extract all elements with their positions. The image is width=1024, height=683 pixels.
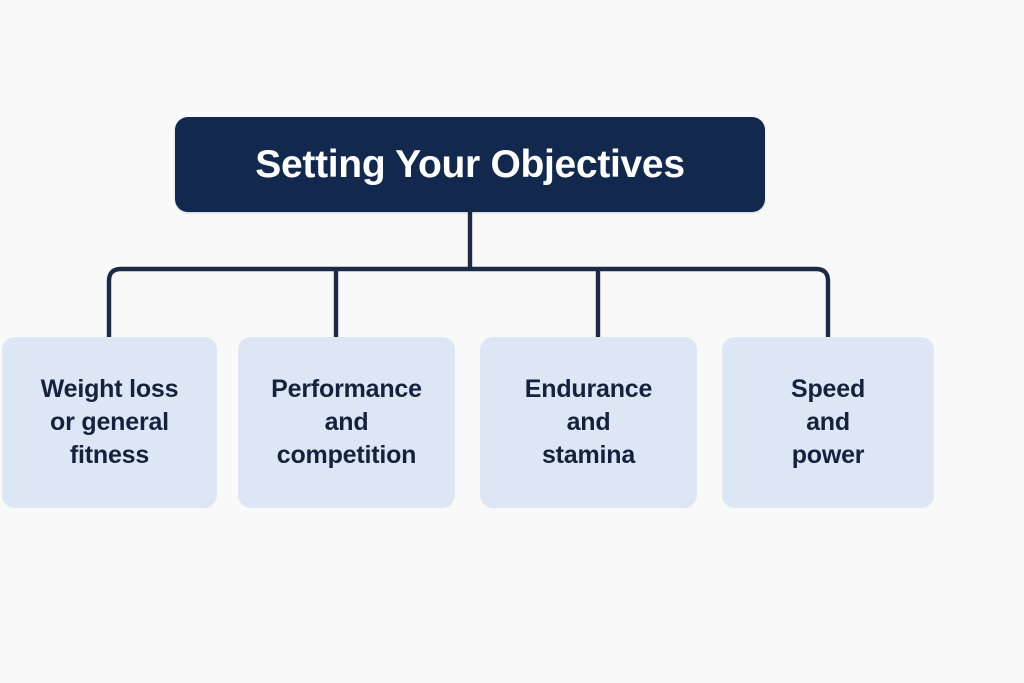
child-node-label: Speed and power [790,374,866,470]
node-child-speed-and-power[interactable]: Speed and power [722,337,934,508]
connector-bus [106,266,831,337]
root-node-label: Setting Your Objectives [255,143,685,186]
child-node-label: Endurance and stamina [524,374,653,470]
node-child-weight-loss-or-general-fitness[interactable]: Weight loss or general fitness [2,337,217,508]
child-node-label: Performance and competition [271,374,422,470]
node-child-endurance-and-stamina[interactable]: Endurance and stamina [480,337,697,508]
node-root[interactable]: Setting Your Objectives [175,117,765,212]
node-child-performance-and-competition[interactable]: Performance and competition [238,337,455,508]
child-node-label: Weight loss or general fitness [40,374,179,470]
